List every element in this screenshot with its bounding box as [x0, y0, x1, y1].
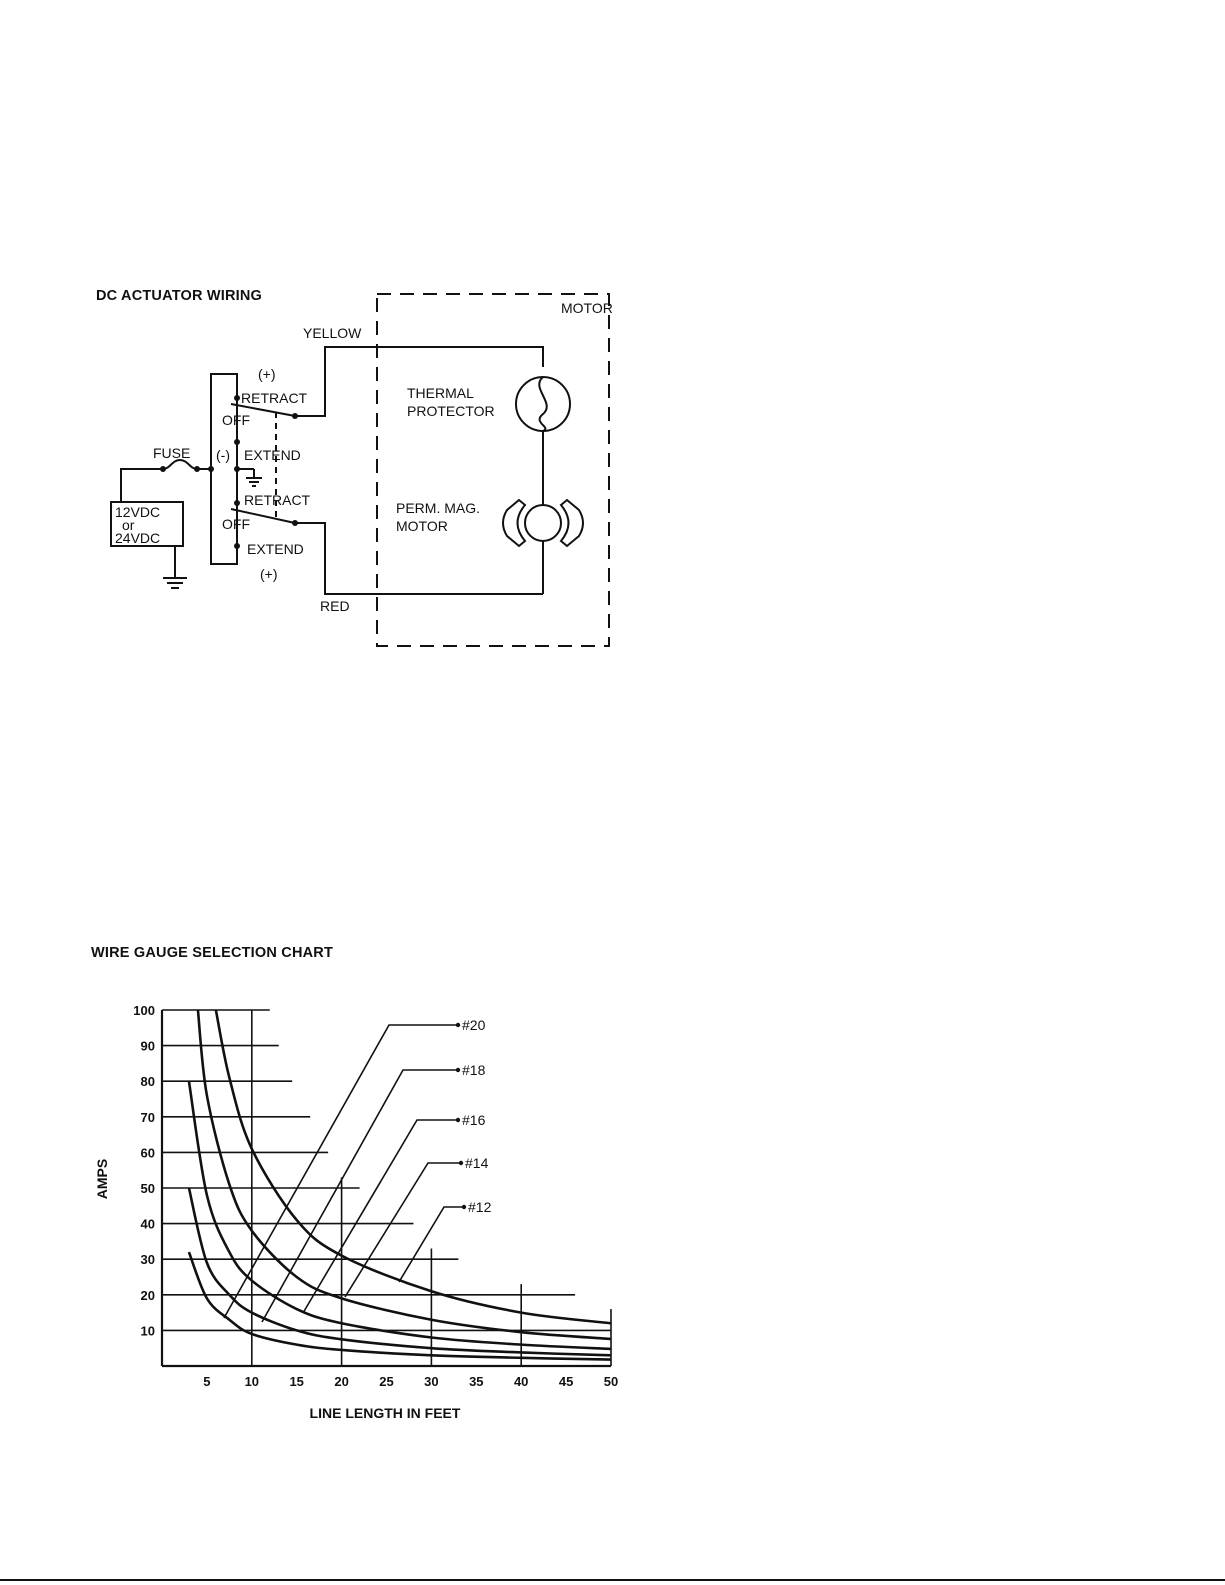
x-tick-label: 30 — [424, 1374, 438, 1389]
red-wire-label: RED — [320, 598, 350, 614]
supply-label-line1: 12VDC — [115, 504, 160, 520]
series-label: #12 — [468, 1199, 492, 1215]
x-tick-label: 45 — [559, 1374, 573, 1389]
supply-positive-wire — [121, 469, 163, 502]
leader-dot — [456, 1023, 460, 1027]
junction-dot — [208, 466, 214, 472]
y-tick-label: 30 — [141, 1252, 155, 1267]
yellow-wire — [295, 347, 543, 416]
y-tick-label: 100 — [133, 1003, 155, 1018]
yellow-wire-label: YELLOW — [303, 325, 362, 341]
retract-bottom-label: RETRACT — [244, 492, 311, 508]
y-tick-label: 90 — [141, 1039, 155, 1054]
series-line-gauge-12 — [216, 1010, 611, 1323]
motor-enclosure-label: MOTOR — [561, 300, 613, 316]
thermal-protector-glyph — [539, 377, 547, 431]
contact-dot — [292, 413, 298, 419]
leader-dot — [462, 1205, 466, 1209]
x-tick-label: 10 — [245, 1374, 259, 1389]
leader-line — [399, 1207, 464, 1282]
series-line-gauge-14 — [198, 1010, 611, 1339]
x-tick-label: 20 — [334, 1374, 348, 1389]
plus-bottom-label: (+) — [260, 566, 278, 582]
motor-magnet-right — [561, 500, 583, 546]
leader-line — [224, 1025, 458, 1318]
y-tick-label: 20 — [141, 1288, 155, 1303]
x-tick-label: 15 — [289, 1374, 303, 1389]
switch-lever-top — [231, 404, 295, 416]
motor-label-line2: MOTOR — [396, 518, 448, 534]
y-tick-label: 60 — [141, 1145, 155, 1160]
y-axis-label: AMPS — [94, 1159, 110, 1199]
motor-armature — [525, 505, 561, 541]
motor-enclosure — [377, 294, 609, 646]
y-tick-label: 40 — [141, 1217, 155, 1232]
junction-dot — [194, 466, 200, 472]
red-wire — [295, 523, 543, 594]
motor-magnet-left — [503, 500, 525, 546]
contact-dot — [234, 395, 240, 401]
contact-dot — [234, 439, 240, 445]
off-bottom-label: OFF — [222, 516, 250, 532]
series-label: #16 — [462, 1112, 486, 1128]
extend-bottom-label: EXTEND — [247, 541, 304, 557]
x-axis-label: LINE LENGTH IN FEET — [310, 1405, 461, 1421]
series-line-gauge-18 — [189, 1188, 611, 1355]
contact-dot — [234, 500, 240, 506]
supply-label-line2: or — [122, 517, 135, 533]
leader-dot — [456, 1118, 460, 1122]
chart-title: WIRE GAUGE SELECTION CHART — [91, 945, 333, 961]
leader-line — [262, 1070, 458, 1322]
x-tick-label: 40 — [514, 1374, 528, 1389]
y-tick-label: 10 — [141, 1323, 155, 1338]
series-label: #14 — [465, 1155, 489, 1171]
x-tick-label: 5 — [203, 1374, 210, 1389]
series-label: #20 — [462, 1017, 486, 1033]
leader-dot — [456, 1068, 460, 1072]
y-tick-label: 70 — [141, 1110, 155, 1125]
x-tick-label: 25 — [379, 1374, 393, 1389]
extend-top-label: EXTEND — [244, 447, 301, 463]
leader-line — [345, 1163, 461, 1297]
off-top-label: OFF — [222, 412, 250, 428]
fuse-label: FUSE — [153, 445, 190, 461]
x-tick-label: 35 — [469, 1374, 483, 1389]
plus-top-label: (+) — [258, 366, 276, 382]
minus-label: (-) — [216, 447, 230, 463]
thermal-protector-label-line2: PROTECTOR — [407, 403, 495, 419]
switch-lever-bottom — [231, 509, 295, 523]
contact-dot — [234, 543, 240, 549]
power-supply-box — [111, 502, 183, 546]
x-tick-label: 50 — [604, 1374, 618, 1389]
y-tick-label: 50 — [141, 1181, 155, 1196]
page-bottom-rule — [0, 1579, 1225, 1581]
retract-top-label: RETRACT — [241, 390, 308, 406]
series-label: #18 — [462, 1062, 486, 1078]
contact-dot — [234, 466, 240, 472]
junction-dot — [160, 466, 166, 472]
series-line-gauge-16 — [189, 1081, 611, 1349]
motor-label-line1: PERM. MAG. — [396, 500, 480, 516]
series-line-gauge-20 — [189, 1252, 611, 1360]
leader-dot — [459, 1161, 463, 1165]
thermal-protector-symbol — [516, 377, 570, 431]
y-tick-label: 80 — [141, 1074, 155, 1089]
thermal-protector-label-line1: THERMAL — [407, 385, 474, 401]
fuse-symbol — [163, 460, 197, 469]
wiring-diagram-title: DC ACTUATOR WIRING — [96, 288, 262, 304]
switch-body — [211, 374, 237, 564]
contact-dot — [292, 520, 298, 526]
leader-line — [303, 1120, 458, 1313]
supply-label-line3: 24VDC — [115, 530, 160, 546]
